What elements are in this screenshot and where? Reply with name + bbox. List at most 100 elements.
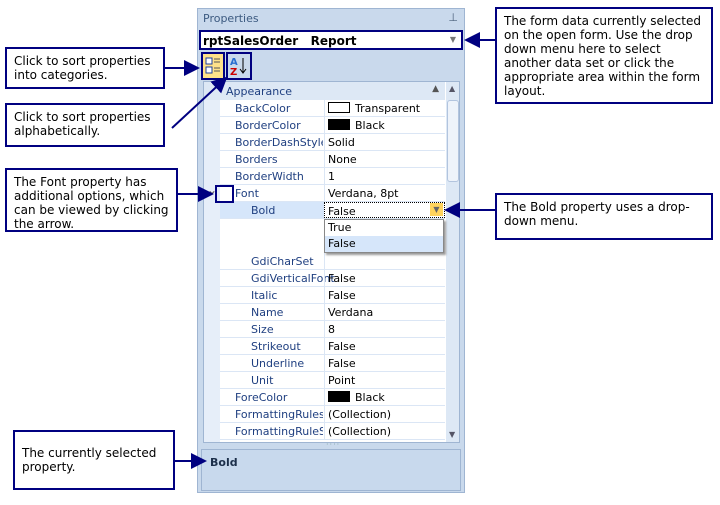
property-value[interactable]: False [324,338,445,354]
callout-alphabetical: Click to sort properties alphabetically. [5,103,165,147]
property-name: Italic [251,289,278,302]
property-name: Unit [251,374,274,387]
property-row[interactable]: Unit Point [220,372,445,389]
property-value-text: False [328,272,356,285]
object-selector[interactable]: rptSalesOrder Report ▼ [199,30,463,50]
collapse-icon[interactable]: ▲ [432,84,439,94]
dropdown-arrow-icon[interactable]: ▼ [430,203,443,216]
property-row[interactable]: ForeColor Black [220,389,445,406]
property-value[interactable]: Verdana [324,304,445,320]
property-row[interactable]: Bold False ▼ [220,202,445,219]
property-value-text: False [328,340,356,353]
property-value[interactable]: False [324,270,445,286]
property-value[interactable]: Point [324,372,445,388]
chevron-down-icon[interactable]: ▼ [449,35,457,44]
object-selector-value: rptSalesOrder Report [203,34,357,48]
property-name: Borders [235,153,278,166]
property-value-text: False [328,205,356,218]
property-value[interactable]: (Collection) [324,406,445,422]
description-title: Bold [210,456,238,469]
property-value[interactable]: False [324,287,445,303]
property-row[interactable]: BorderWidth 1 [220,168,445,185]
callout-bold: The Bold property uses a drop-down menu. [495,193,713,240]
callout-font: The Font property has additional options… [5,168,178,232]
property-value-text: 8 [328,323,335,336]
property-value[interactable]: False [324,355,445,371]
sort-az-icon: AZ [230,57,247,78]
scroll-down-icon[interactable]: ▼ [449,430,456,439]
callout-categories: Click to sort properties into categories… [5,47,165,89]
property-value[interactable]: 8 [324,321,445,337]
property-value-text: Transparent [355,102,421,115]
property-name: Font [235,187,259,200]
callout-form-data: The form data currently selected on the … [495,7,713,104]
property-name: BorderDashStyle [235,136,323,149]
property-row[interactable]: FormattingRuleSh(Collection) [220,423,445,440]
color-swatch [328,119,350,130]
dropdown-option-true[interactable]: True [328,221,352,234]
pin-icon[interactable]: ⊥ [448,11,458,24]
property-value[interactable] [324,253,445,269]
property-value-text: (Collection) [328,408,391,421]
property-row[interactable]: BackColor Transparent [220,100,445,117]
svg-text:Z: Z [230,67,237,78]
property-value-text: Verdana, 8pt [328,187,399,200]
property-name: BorderWidth [235,170,304,183]
categorized-icon [205,57,220,74]
property-value[interactable]: None [324,151,445,167]
property-row[interactable]: Underline False [220,355,445,372]
property-name: BorderColor [235,119,301,132]
splitter-handle[interactable]: ···· [326,440,341,449]
property-row[interactable]: Strikeout False [220,338,445,355]
panel-title: Properties [203,12,259,25]
property-value[interactable]: False ▼ [324,202,445,218]
color-swatch [328,391,350,402]
property-value-text: Solid [328,136,355,149]
property-name: GdiCharSet [251,255,314,268]
svg-text:A: A [230,57,238,68]
property-name: Underline [251,357,305,370]
property-value-text: (Collection) [328,425,391,438]
property-name: BackColor [235,102,291,115]
property-value-text: Black [355,119,385,132]
property-row[interactable]: BorderDashStyle Solid [220,134,445,151]
categorized-sort-button[interactable] [201,52,225,80]
category-appearance[interactable]: Appearance ▲ [204,82,445,100]
property-value-text: Verdana [328,306,374,319]
font-expand-highlight [215,185,234,203]
property-value[interactable]: (Collection) [324,423,445,439]
property-value-text: Point [328,374,356,387]
property-row[interactable]: GdiCharSet [220,253,445,270]
dropdown-option-false[interactable]: False [325,236,443,252]
property-row[interactable]: FormattingRules (Collection) [220,406,445,423]
property-name: FormattingRules [235,408,323,421]
property-name: Strikeout [251,340,301,353]
property-value[interactable]: Black [324,117,445,133]
callout-selected: The currently selected property. [13,430,175,490]
scroll-up-icon[interactable]: ▲ [449,84,456,93]
bold-dropdown-list: True False [324,219,444,253]
property-row[interactable]: BorderColor Black [220,117,445,134]
property-row[interactable]: Italic False [220,287,445,304]
property-name: Bold [251,204,276,217]
property-row[interactable]: Borders None [220,151,445,168]
property-value[interactable]: Verdana, 8pt [324,185,445,201]
property-name: ForeColor [235,391,288,404]
property-value[interactable]: Transparent [324,100,445,116]
property-value[interactable]: 1 [324,168,445,184]
scrollbar[interactable]: ▲ ▼ [446,82,459,442]
scrollbar-thumb[interactable] [447,100,459,182]
property-value-text: False [328,289,356,302]
description-panel: Bold [201,449,461,491]
property-value[interactable]: Black [324,389,445,405]
property-name: GdiVerticalFont [251,272,335,285]
property-value[interactable]: Solid [324,134,445,150]
property-value-text: None [328,153,357,166]
